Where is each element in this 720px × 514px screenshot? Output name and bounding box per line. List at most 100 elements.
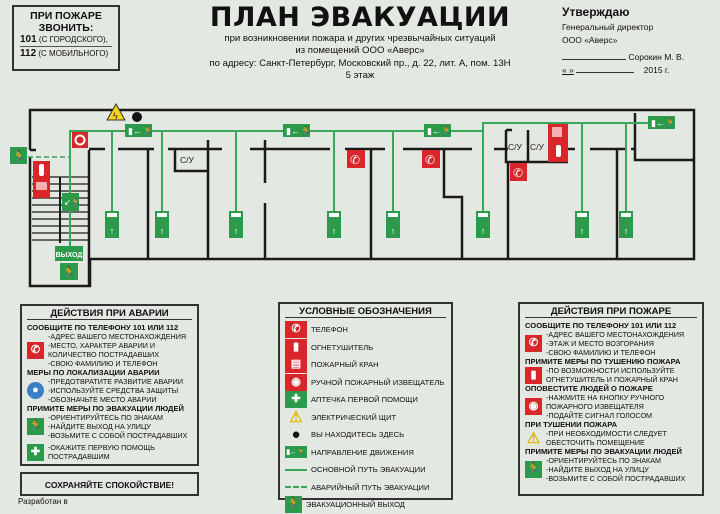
developed-by: Разработан в	[18, 497, 68, 506]
approval-heading: Утверждаю	[562, 5, 630, 19]
svg-text:↑: ↑	[234, 226, 239, 236]
text-line: -ЭТАЖ И МЕСТО ВОЗГОРАНИЯ	[546, 339, 654, 348]
svg-text:🏃: 🏃	[12, 150, 26, 163]
legend-label: НАПРАВЛЕНИЕ ДВИЖЕНИЯ	[311, 447, 414, 457]
direction-sign: ▮←🏃	[283, 124, 311, 137]
svg-text:✆: ✆	[425, 153, 435, 167]
fire-notify-row: ◉ -НАЖМИТЕ НА КНОПКУ РУЧНОГО ПОЖАРНОГО И…	[525, 393, 697, 420]
legend-item: ●ВЫ НАХОДИТЕСЬ ЗДЕСЬ	[285, 426, 446, 444]
divider	[20, 46, 112, 47]
text-line: -МЕСТО, ХАРАКТЕР АВАРИИ И КОЛИЧЕСТВО ПОС…	[48, 341, 160, 359]
approval-name: Сорокин М. В.	[628, 52, 685, 62]
approval-year: 2015 г.	[643, 65, 670, 75]
legend-label: АВАРИЙНЫЙ ПУТЬ ЭВАКУАЦИИ	[311, 482, 430, 492]
exit-icon: 🏃	[27, 418, 44, 435]
call-heading-2: ЗВОНИТЬ:	[38, 22, 94, 34]
extinguisher-icon: ▮	[285, 338, 307, 356]
signature-line	[562, 52, 626, 60]
text-line: -ВОЗЬМИТЕ С СОБОЙ ПОСТРАДАВШИХ	[546, 474, 686, 483]
exit-icon: 🏃	[10, 147, 27, 164]
call-number-mobile: 112 (С МОБИЛЬНОГО)	[14, 48, 118, 59]
legend-label: ОСНОВНОЙ ПУТЬ ЭВАКУАЦИИ	[311, 465, 426, 475]
main-evacuation-path	[69, 122, 675, 250]
legend-label: РУЧНОЙ ПОЖАРНЫЙ ИЗВЕЩАТЕЛЬ	[311, 377, 445, 387]
text-line: -ПРЕДОТВРАТИТЕ РАЗВИТИЕ АВАРИИ	[48, 377, 184, 386]
wc-labels: С/У С/У С/У	[180, 142, 545, 165]
title-block: ПЛАН ЭВАКУАЦИИ при возникновении пожара …	[170, 3, 550, 82]
legend-item: ОСНОВНОЙ ПУТЬ ЭВАКУАЦИИ	[285, 461, 446, 479]
accident-actions-box: ДЕЙСТВИЯ ПРИ АВАРИИ СООБЩИТЕ ПО ТЕЛЕФОНУ…	[20, 304, 199, 466]
walls	[28, 108, 696, 288]
number-112: 112	[20, 48, 37, 59]
number-101-note: (С ГОРОДСКОГО),	[38, 35, 108, 44]
main-exit-label: ВЫХОД	[55, 246, 83, 261]
wc-label: С/У	[180, 155, 195, 165]
legend-item: ✆ТЕЛЕФОН	[285, 321, 446, 339]
accident-call-row: ✆ -АДРЕС ВАШЕГО МЕСТОНАХОЖДЕНИЯ-МЕСТО, Х…	[27, 332, 192, 368]
approval-position: Генеральный директор	[562, 22, 654, 32]
legend-item: ▮ОГНЕТУШИТЕЛЬ	[285, 338, 446, 357]
wc-label: С/У	[530, 142, 545, 152]
legend: УСЛОВНЫЕ ОБОЗНАЧЕНИЯ ✆ТЕЛЕФОН ▮ОГНЕТУШИТ…	[278, 302, 453, 514]
fire-section-extinguish: ПРИМИТЕ МЕРЫ ПО ТУШЕНИЮ ПОЖАРА	[525, 357, 681, 366]
first-aid-icon: ✚	[285, 391, 307, 409]
phone-icon: ✆	[27, 341, 44, 359]
room-exit-sign: ↑	[575, 211, 589, 238]
fire-alarm-icon: ◉	[285, 373, 307, 391]
fire-heading: ДЕЙСТВИЯ ПРИ ПОЖАРЕ	[525, 307, 697, 318]
room-exit-sign: ↑	[105, 211, 119, 238]
direction-icon: ▮←🏃	[285, 446, 307, 459]
legend-label: ЭЛЕКТРИЧЕСКИЙ ЩИТ	[311, 412, 397, 422]
you-are-here-icon	[132, 112, 142, 122]
number-112-note: (С МОБИЛЬНОГО)	[38, 49, 109, 58]
text-line: -СВОЮ ФАМИЛИЮ И ТЕЛЕФОН	[546, 348, 656, 357]
text-line: -НАЖМИТЕ НА КНОПКУ РУЧНОГО ПОЖАРНОГО ИЗВ…	[546, 393, 665, 411]
svg-text:↙🏃: ↙🏃	[64, 197, 81, 207]
wc-label: С/У	[508, 142, 523, 152]
date-quotes: « »	[562, 65, 574, 75]
svg-text:↑: ↑	[580, 226, 585, 236]
accident-section-evacuate: ПРИМИТЕ МЕРЫ ПО ЭВАКУАЦИИ ЛЮДЕЙ	[27, 404, 184, 413]
text-line: -ОРИЕНТИРУЙТЕСЬ ПО ЗНАКАМ	[48, 413, 163, 422]
floor: 5 этаж	[345, 69, 375, 81]
svg-text:↑: ↑	[624, 226, 629, 236]
room-exit-sign: ↑	[619, 211, 633, 238]
keep-calm-box: СОХРАНЯЙТЕ СПОКОЙСТВИЕ!	[20, 472, 199, 496]
text-line: -АДРЕС ВАШЕГО МЕСТОНАХОЖДЕНИЯ	[546, 330, 685, 339]
phone-icon: ✆	[510, 163, 527, 181]
fire-call-box: ПРИ ПОЖАРЕ ЗВОНИТЬ: 101 (С ГОРОДСКОГО), …	[12, 5, 120, 71]
electric-icon: ⚠	[526, 429, 541, 447]
svg-text:ВЫХОД: ВЫХОД	[56, 252, 83, 259]
svg-text:↑: ↑	[110, 226, 115, 236]
exit-icon: 🏃	[525, 461, 542, 478]
text-line: -АДРЕС ВАШЕГО МЕСТОНАХОЖДЕНИЯ	[48, 332, 187, 341]
fire-section-notify: ОПОВЕСТИТЕ ЛЮДЕЙ О ПОЖАРЕ	[525, 384, 653, 393]
legend-item: ✚ АПТЕЧКА ПЕРВОЙ ПОМОЩИ	[285, 391, 446, 409]
legend-item: ◉ РУЧНОЙ ПОЖАРНЫЙ ИЗВЕЩАТЕЛЬ	[285, 373, 446, 392]
direction-sign: ▮←🏃	[648, 116, 676, 129]
fire-section-power: ПРИ ТУШЕНИИ ПОЖАРА	[525, 420, 618, 429]
legend-item: ▤ПОЖАРНЫЙ КРАН	[285, 356, 446, 374]
legend-item: ▮←🏃 НАПРАВЛЕНИЕ ДВИЖЕНИЯ	[285, 444, 446, 462]
approval-company: ООО «Аверс»	[562, 35, 618, 45]
svg-text:ϟ: ϟ	[113, 111, 118, 121]
text-line: -СВОЮ ФАМИЛИЮ И ТЕЛЕФОН	[48, 359, 158, 368]
phone-icon: ✆	[525, 335, 542, 352]
svg-text:▮←🏃: ▮←🏃	[128, 125, 153, 136]
room-exit-sign: ↑	[155, 211, 169, 238]
text-line: -ОКАЖИТЕ ПЕРВУЮ ПОМОЩЬ ПОСТРАДАВШИМ	[48, 443, 155, 461]
fire-evacuate-row: 🏃 -ОРИЕНТИРУЙТЕСЬ ПО ЗНАКАМ-НАЙДИТЕ ВЫХО…	[525, 456, 697, 483]
page-title: ПЛАН ЭВАКУАЦИИ	[209, 2, 511, 33]
protection-icon: ●	[27, 382, 44, 399]
svg-text:🏃: 🏃	[62, 266, 76, 279]
direction-signs: ▮←🏃 ▮←🏃 ▮←🏃 ▮←🏃 ↙🏃	[62, 116, 676, 211]
text-line: -ОРИЕНТИРУЙТЕСЬ ПО ЗНАКАМ	[546, 456, 661, 465]
phone-icon: ✆	[285, 321, 307, 339]
fire-call-row: ✆ -АДРЕС ВАШЕГО МЕСТОНАХОЖДЕНИЯ-ЭТАЖ И М…	[525, 330, 697, 357]
approval-block: Утверждаю Генеральный директор ООО «Авер…	[562, 3, 718, 77]
fire-section-evacuate: ПРИМИТЕ МЕРЫ ПО ЭВАКУАЦИИ ЛЮДЕЙ	[525, 447, 682, 456]
main-path-icon	[285, 461, 307, 478]
extinguisher-hose-icon	[33, 161, 50, 198]
accident-first-aid-row: ✚-ОКАЖИТЕ ПЕРВУЮ ПОМОЩЬ ПОСТРАДАВШИМ	[27, 443, 192, 461]
legend-label: АПТЕЧКА ПЕРВОЙ ПОМОЩИ	[311, 395, 418, 405]
